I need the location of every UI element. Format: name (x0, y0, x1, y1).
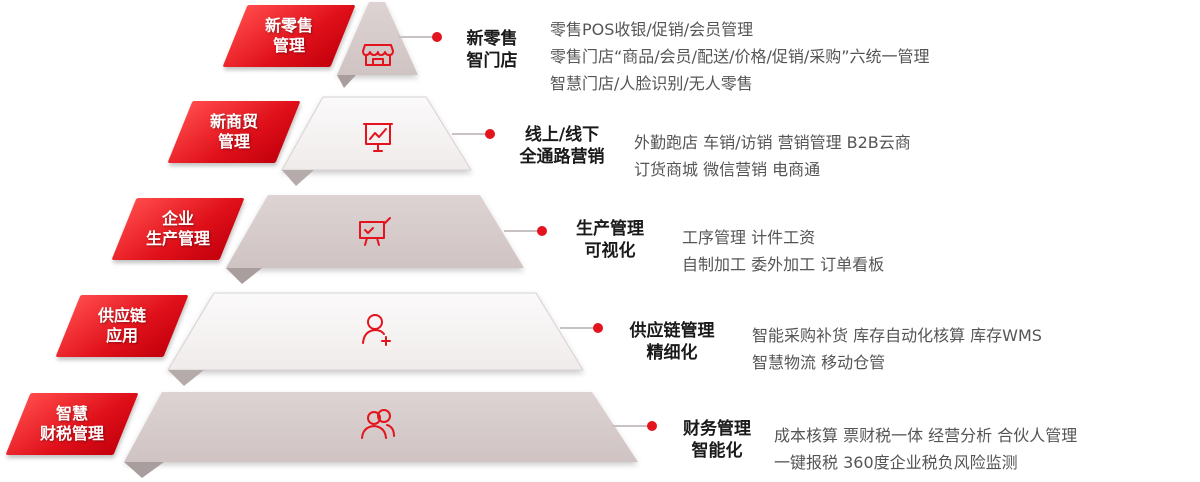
connector-2 (452, 129, 495, 139)
tier-3-title: 生产管理可视化 (576, 219, 644, 261)
tier-4-title: 供应链管理精细化 (629, 321, 715, 363)
pyramid-tier-3 (226, 195, 524, 284)
tier-3-details: 工序管理 计件工资自制加工 委外加工 订单看板 (682, 228, 885, 274)
pyramid-tier-4 (167, 292, 584, 386)
monitor-icon (359, 217, 391, 246)
tier-5-title: 财务管理智能化 (683, 419, 751, 461)
badge-tier-4: 供应链应用 (55, 295, 189, 357)
pyramid-tier-1 (337, 2, 418, 88)
add-user-icon (362, 314, 391, 346)
tier-1-details: 零售POS收银/促销/会员管理零售门店“商品/会员/配送/价格/促销/采购”六统… (550, 20, 930, 93)
connector-5 (612, 421, 657, 431)
badge-tier-2: 新商贸管理 (167, 101, 301, 163)
connector-3 (504, 226, 547, 236)
tier-2-title: 线上/线下全通路营销 (519, 125, 605, 167)
tier-2-details: 外勤跑店 车销/访销 营销管理 B2B云商订货商城 微信营销 电商通 (634, 133, 911, 179)
badge-tier-3: 企业生产管理 (111, 198, 245, 260)
presentation-chart-icon (363, 123, 393, 152)
tier-5-details: 成本核算 票财税一体 经营分析 合伙人管理一键报税 360度企业税负风险监测 (774, 426, 1078, 472)
users-icon (361, 409, 395, 439)
connector-1 (398, 32, 442, 42)
connector-4 (560, 323, 603, 333)
storefront-icon (362, 44, 394, 66)
badge-tier-5: 智慧财税管理 (5, 393, 139, 455)
pyramid-tier-5 (124, 392, 638, 478)
badge-tier-1: 新零售管理 (222, 5, 356, 67)
tier-1-title: 新零售智门店 (466, 29, 518, 71)
